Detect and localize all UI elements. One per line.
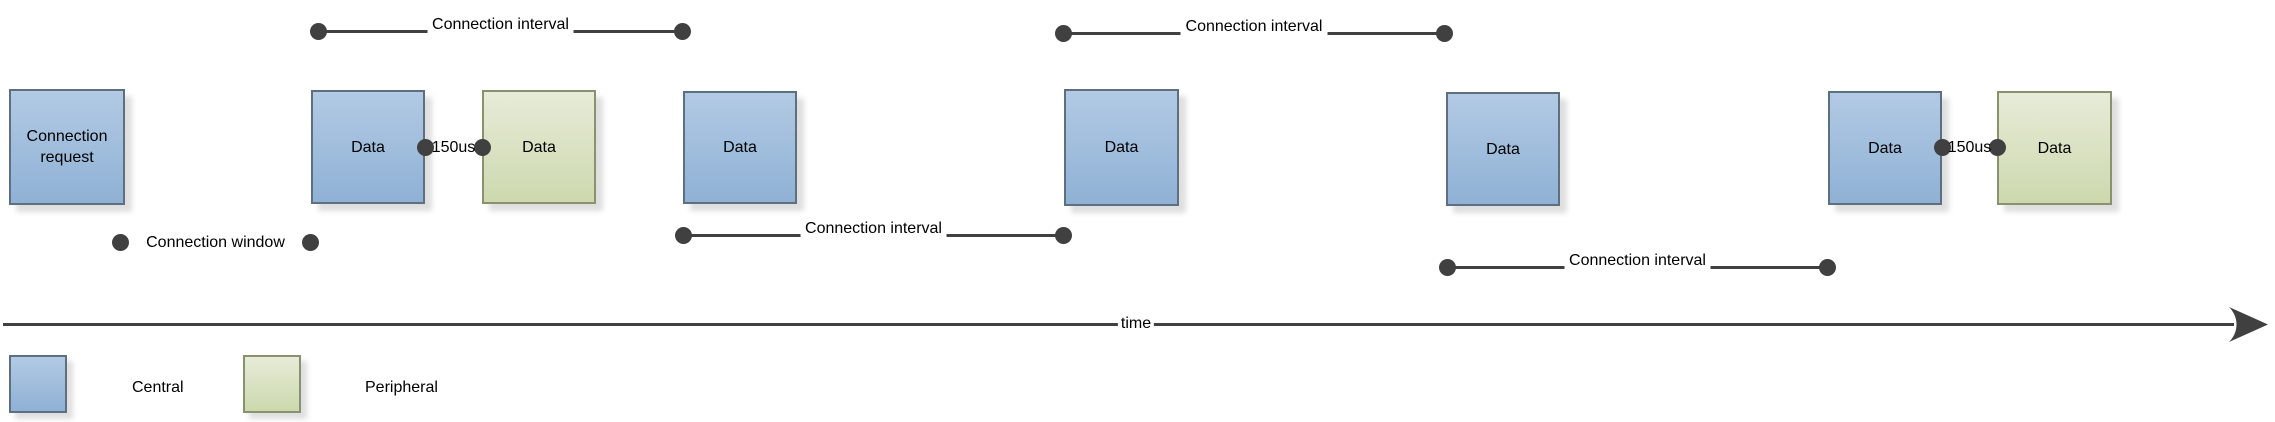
connection-interval-marker: Connection interval xyxy=(1439,249,1836,276)
node-label: Data xyxy=(723,139,757,156)
gap-label: 150us xyxy=(1947,139,1992,156)
gap-end-dot xyxy=(1989,139,2006,156)
legend-swatch-central xyxy=(9,355,67,413)
gap-label: 150us xyxy=(431,139,476,156)
node-label: Data xyxy=(522,138,556,156)
interval-end-dot xyxy=(1819,259,1836,276)
interval-start-dot xyxy=(675,227,692,244)
node-label: Connection request xyxy=(26,128,108,166)
data-packet-box: Data xyxy=(1064,89,1179,206)
time-axis-label: time xyxy=(1117,314,1155,334)
connection-request-box: Connection request xyxy=(9,89,125,205)
connection-interval-marker: Connection interval xyxy=(310,13,691,40)
connection-window-marker: Connection window xyxy=(112,234,319,251)
ifs-150us-gap: 150us xyxy=(1934,139,2006,157)
data-packet-box: Data xyxy=(683,91,797,204)
window-start-dot xyxy=(112,234,129,251)
node-label: Data xyxy=(1486,140,1520,158)
legend-label-central: Central xyxy=(132,379,184,396)
legend-swatch-peripheral xyxy=(243,355,301,413)
node-label: Data xyxy=(1104,139,1139,156)
data-packet-box: Data xyxy=(311,90,425,204)
window-label: Connection window xyxy=(146,233,285,251)
interval-label: Connection interval xyxy=(427,15,574,35)
interval-start-dot xyxy=(1439,259,1456,276)
gap-start-dot xyxy=(1934,139,1951,156)
node-label: Data xyxy=(1868,139,1902,157)
interval-end-dot xyxy=(1436,25,1453,42)
interval-label: Connection interval xyxy=(800,219,947,239)
gap-start-dot xyxy=(417,139,434,156)
connection-interval-marker: Connection interval xyxy=(1055,15,1453,42)
interval-start-dot xyxy=(1055,25,1072,42)
ifs-150us-gap: 150us xyxy=(417,139,491,157)
data-packet-box: Data xyxy=(1828,91,1942,205)
gap-end-dot xyxy=(474,139,491,156)
time-axis-arrowhead-icon xyxy=(2229,307,2268,342)
node-label: Data xyxy=(2037,139,2072,157)
data-packet-box: Data xyxy=(1997,91,2112,205)
node-label: Data xyxy=(351,138,385,156)
interval-start-dot xyxy=(310,23,327,40)
interval-end-dot xyxy=(1055,227,1072,244)
data-packet-box: Data xyxy=(1446,92,1560,206)
interval-end-dot xyxy=(674,23,691,40)
data-packet-box: Data xyxy=(482,90,596,204)
interval-label: Connection interval xyxy=(1564,251,1711,271)
legend-label-peripheral: Peripheral xyxy=(365,379,438,396)
window-end-dot xyxy=(302,234,319,251)
interval-label: Connection interval xyxy=(1180,17,1328,37)
connection-interval-marker: Connection interval xyxy=(675,217,1072,244)
